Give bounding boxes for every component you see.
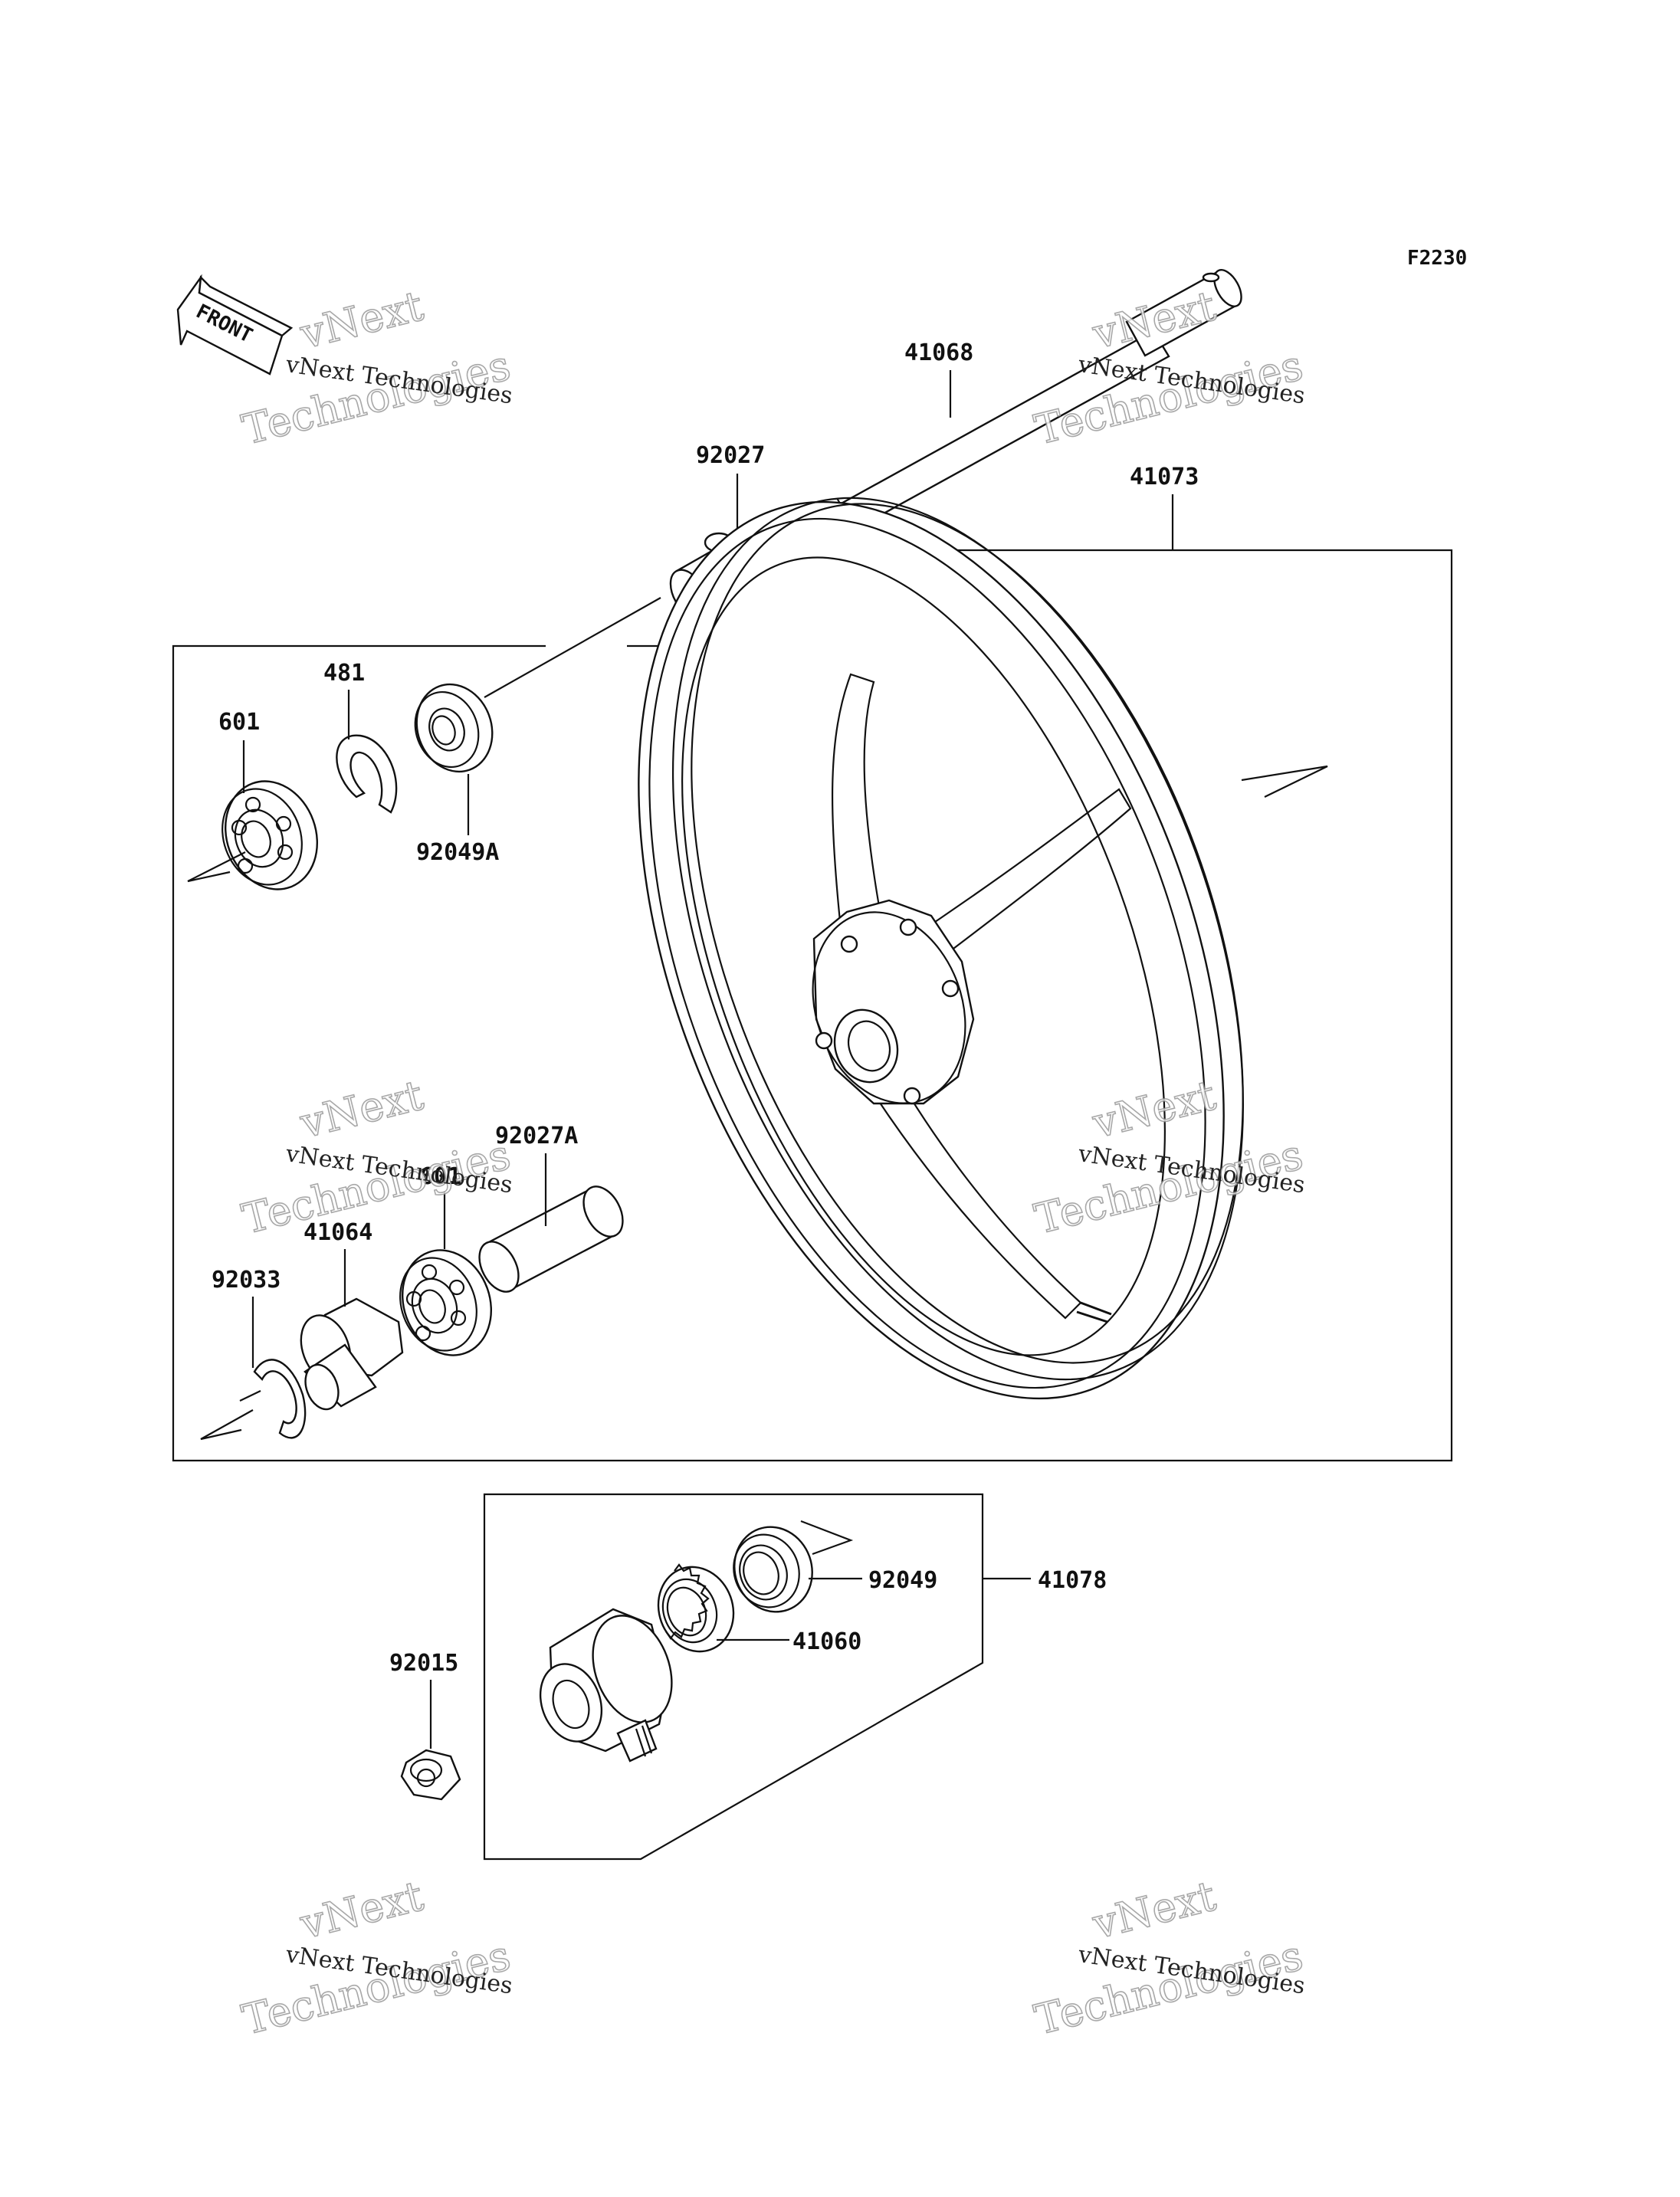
label-92049: 92049 — [868, 1567, 937, 1594]
watermark-bottom-right: vNext Technologies vNext Technologies — [1029, 1871, 1308, 2045]
circlip-481 — [336, 734, 398, 814]
wheel-41073 — [638, 497, 1244, 1400]
ball-bearing-601 — [221, 780, 319, 890]
gear-housing — [539, 1608, 673, 1763]
svg-text:vNext: vNext — [295, 1071, 428, 1148]
label-92027A: 92027A — [495, 1123, 578, 1149]
circlip-92033 — [239, 1359, 307, 1439]
collar-41064 — [300, 1297, 404, 1411]
label-92033: 92033 — [212, 1267, 281, 1294]
oil-seal-92049 — [733, 1526, 813, 1613]
label-601: 601 — [218, 709, 260, 736]
label-92027: 92027 — [696, 442, 765, 469]
nut-92015 — [400, 1749, 461, 1801]
label-481: 481 — [323, 660, 365, 687]
spacer-92027A — [478, 1185, 624, 1293]
svg-text:vNext: vNext — [1088, 1871, 1221, 1949]
label-41064: 41064 — [304, 1219, 372, 1246]
watermark-top-right: vNext Technologies vNext Technologies — [1029, 280, 1308, 454]
svg-text:vNext: vNext — [295, 281, 428, 359]
watermark-top-left: vNext Technologies vNext Technologies — [237, 280, 516, 454]
watermark-bottom-left: vNext Technologies vNext Technologies — [237, 1871, 516, 2045]
svg-text:vNext: vNext — [295, 1871, 428, 1949]
figure-code: F2230 — [1407, 247, 1467, 270]
label-41060: 41060 — [792, 1628, 861, 1655]
label-601-lower: 601 — [420, 1163, 461, 1190]
bearing-92049A — [414, 683, 494, 773]
gear-41060 — [657, 1563, 735, 1653]
ball-bearing-601-lower — [399, 1249, 493, 1356]
label-92015: 92015 — [389, 1650, 458, 1677]
gear-housing-frame — [483, 1493, 984, 1861]
label-41078: 41078 — [1038, 1567, 1107, 1594]
watermark-mid-left: vNext Technologies vNext Technologies — [237, 1070, 516, 1244]
front-arrow-icon: FRONT — [176, 274, 294, 375]
label-41073: 41073 — [1130, 464, 1199, 490]
label-41068: 41068 — [904, 339, 973, 366]
label-92049A: 92049A — [416, 839, 499, 866]
